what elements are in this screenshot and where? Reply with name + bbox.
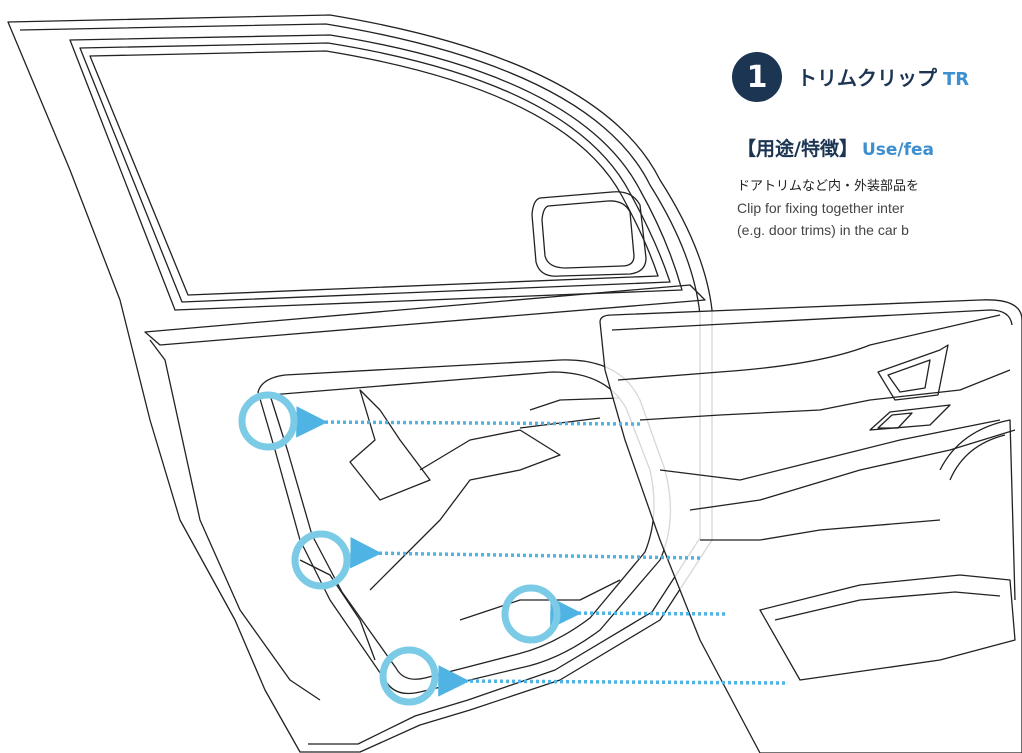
product-title: トリムクリップ TR [797, 62, 969, 91]
arrow-to-clip-4 [438, 665, 786, 697]
clip-marker-icon [291, 530, 351, 590]
clip-marker-icon [379, 646, 439, 706]
arrow-to-clip-3 [550, 597, 726, 629]
product-title-en: TR [943, 69, 970, 90]
door-handle [877, 344, 949, 401]
usage-heading: 【用途/特徴】Use/fea [737, 134, 934, 161]
window-frame [69, 34, 683, 311]
door-outer-outline [7, 14, 713, 753]
clip-marker-icon [238, 391, 298, 451]
arrow-to-clip-1 [296, 406, 641, 438]
door-inner-panel [257, 359, 672, 695]
door-body [7, 14, 713, 753]
door-trim-panel [599, 299, 1022, 753]
usage-heading-en: Use/fea [861, 140, 935, 160]
usage-heading-ja: 【用途/特徴】 [737, 138, 858, 160]
usage-description-ja: ドアトリムなど内・外装部品を [737, 178, 920, 193]
side-mirror [531, 191, 647, 277]
step-number-badge: 1 [732, 52, 782, 102]
arrow-to-clip-2 [350, 537, 701, 569]
usage-description-en-1: Clip for fixing together inter [737, 200, 905, 216]
clip-markers [238, 391, 561, 706]
clip-marker-icon [501, 584, 561, 644]
usage-description-en-2: (e.g. door trims) in the car b [737, 222, 909, 238]
window-switch [869, 404, 951, 431]
product-title-ja: トリムクリップ [797, 66, 937, 90]
door-pocket [759, 574, 1016, 681]
clip-arrows [296, 406, 786, 697]
